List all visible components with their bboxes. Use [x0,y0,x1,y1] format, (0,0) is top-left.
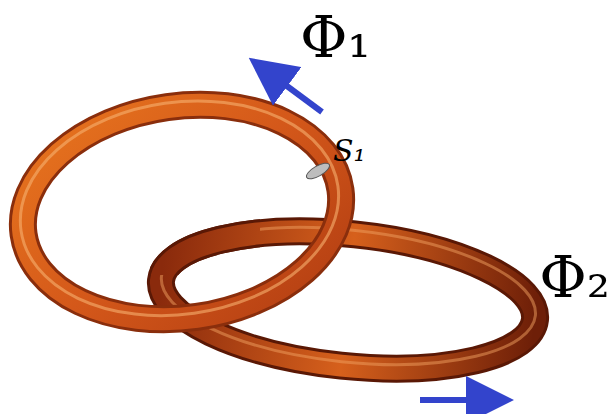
torus-1 [6,81,355,339]
flux-label: Φ₁ [300,8,371,66]
section-label: S₁ [333,136,366,166]
torus-2 [154,211,542,386]
flux-arrow [268,72,322,112]
flux-arrow [420,397,490,403]
cross-section [304,160,332,182]
torus-2-front [154,215,260,275]
flux-label: Φ₂ [539,248,610,306]
